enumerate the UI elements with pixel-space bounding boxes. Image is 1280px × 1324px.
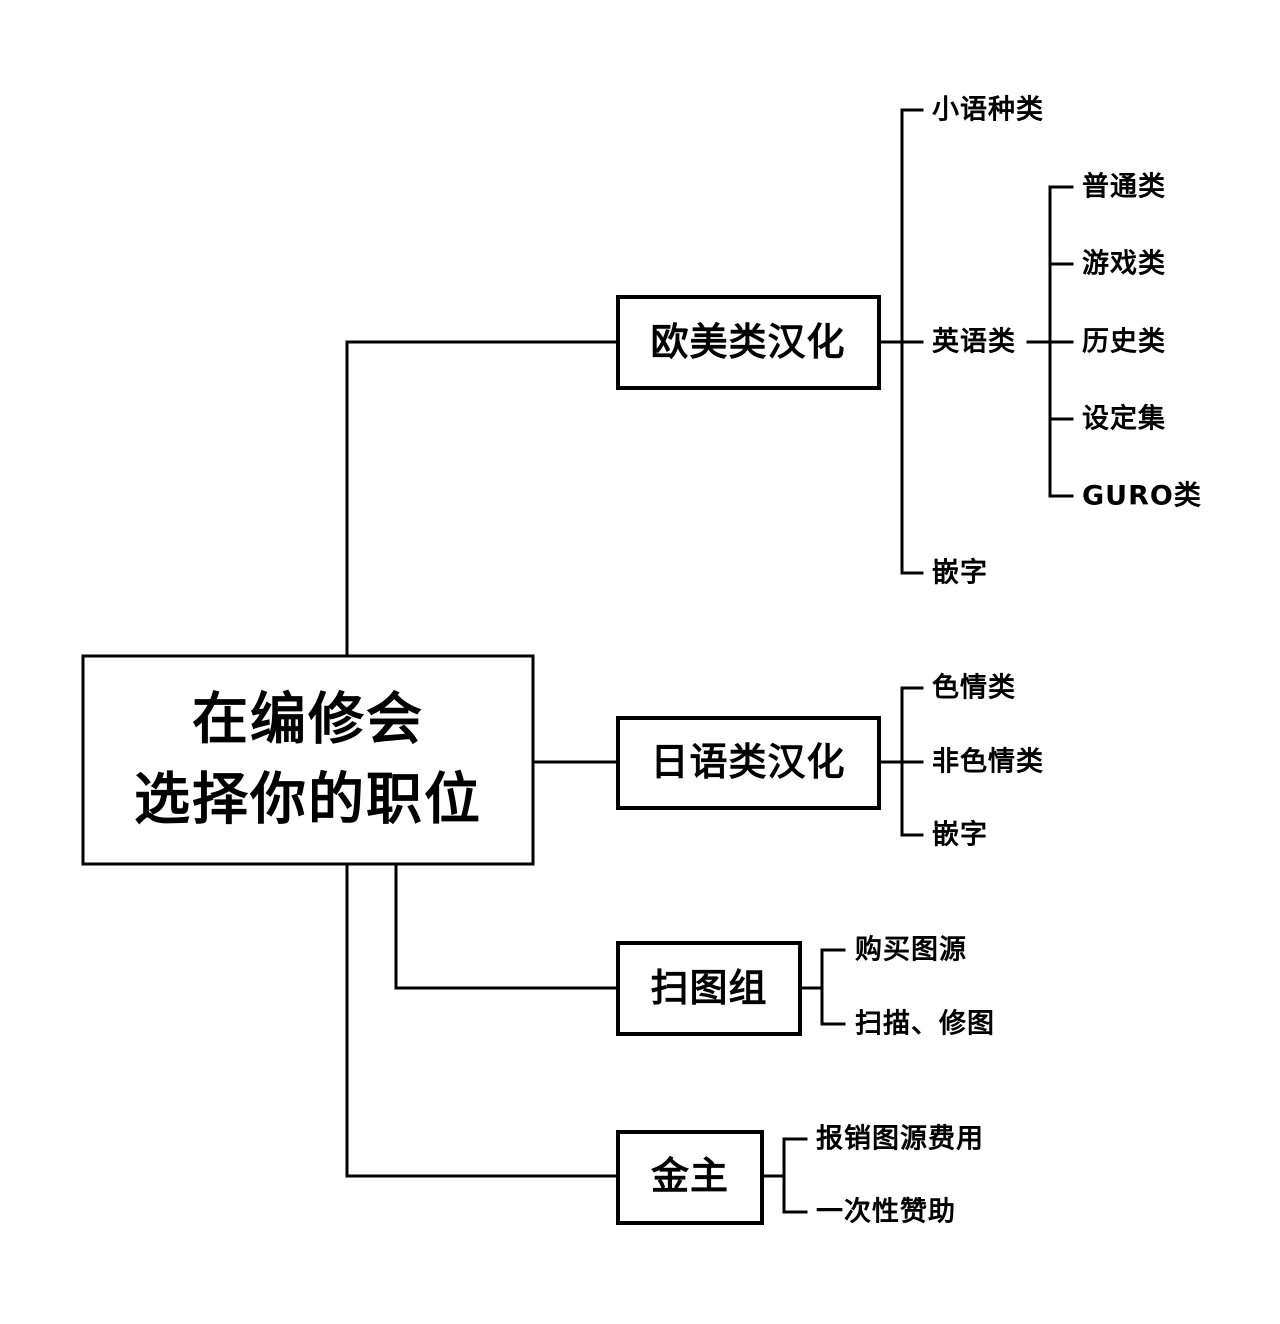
leaf-typesetting-riyu: 嵌字 <box>932 819 988 851</box>
branch-label-oumei: 欧美类汉化 <box>650 320 845 364</box>
root-box <box>81 654 535 866</box>
jinzhu-leaves: 报销图源费用 一次性赞助 <box>816 1124 984 1228</box>
leaf-typesetting-oumei: 嵌字 <box>932 557 988 589</box>
branch-label-riyu: 日语类汉化 <box>650 740 845 784</box>
root-connectors <box>345 340 619 1178</box>
leaf-scan-retouch: 扫描、修图 <box>855 1009 995 1040</box>
connector-root-to-oumei <box>345 340 619 657</box>
jinzhu-connectors <box>761 1137 808 1214</box>
leaf-buy-source: 购买图源 <box>855 935 967 966</box>
leaf-minor-languages: 小语种类 <box>932 95 1044 126</box>
branch-node-riyu: 日语类汉化 <box>616 716 881 810</box>
branch-box-oumei <box>616 295 881 390</box>
riyu-connectors <box>878 686 924 837</box>
oumei-leaves: 小语种类 英语类 嵌字 普通类 游戏类 历史类 设定集 GURO类 <box>932 95 1202 589</box>
leaf-english-artbook: 设定集 <box>1082 403 1166 435</box>
oumei-connectors <box>878 108 1074 575</box>
leaf-english-game: 游戏类 <box>1082 249 1166 280</box>
leaf-riyu-adult: 色情类 <box>932 672 1016 704</box>
leaf-english-general: 普通类 <box>1082 171 1166 203</box>
branch-node-jinzhu: 金主 <box>616 1130 764 1225</box>
saotu-leaves: 购买图源 扫描、修图 <box>855 935 995 1040</box>
connector-root-to-saotu <box>394 863 619 990</box>
branch-label-saotu: 扫图组 <box>650 966 767 1010</box>
leaf-english: 英语类 <box>932 327 1016 358</box>
branch-node-oumei: 欧美类汉化 <box>616 295 881 390</box>
connector-root-to-jinzhu <box>345 863 619 1178</box>
branch-label-jinzhu: 金主 <box>650 1154 729 1198</box>
connector-oumei-bracket <box>900 108 924 575</box>
leaf-one-time-sponsor: 一次性赞助 <box>816 1197 956 1228</box>
root-title-line1: 在编修会 <box>192 688 424 753</box>
saotu-connectors <box>799 948 846 1026</box>
leaf-reimburse: 报销图源费用 <box>816 1124 984 1155</box>
riyu-leaves: 色情类 非色情类 嵌字 <box>932 672 1044 851</box>
root-title-line2: 选择你的职位 <box>134 768 482 833</box>
leaf-english-history: 历史类 <box>1082 327 1166 358</box>
branch-box-riyu <box>616 716 881 810</box>
branch-box-jinzhu <box>616 1130 764 1225</box>
branch-node-saotu: 扫图组 <box>616 941 802 1036</box>
connector-english-bracket <box>1048 185 1074 498</box>
connector-saotu-bracket <box>820 948 846 1026</box>
connector-riyu-bracket <box>900 686 924 837</box>
leaf-riyu-non-adult: 非色情类 <box>932 746 1044 778</box>
connector-jinzhu-bracket <box>782 1137 808 1214</box>
root-node: 在编修会 选择你的职位 <box>81 654 535 866</box>
leaf-english-guro: GURO类 <box>1082 481 1202 512</box>
branch-box-saotu <box>616 941 802 1036</box>
